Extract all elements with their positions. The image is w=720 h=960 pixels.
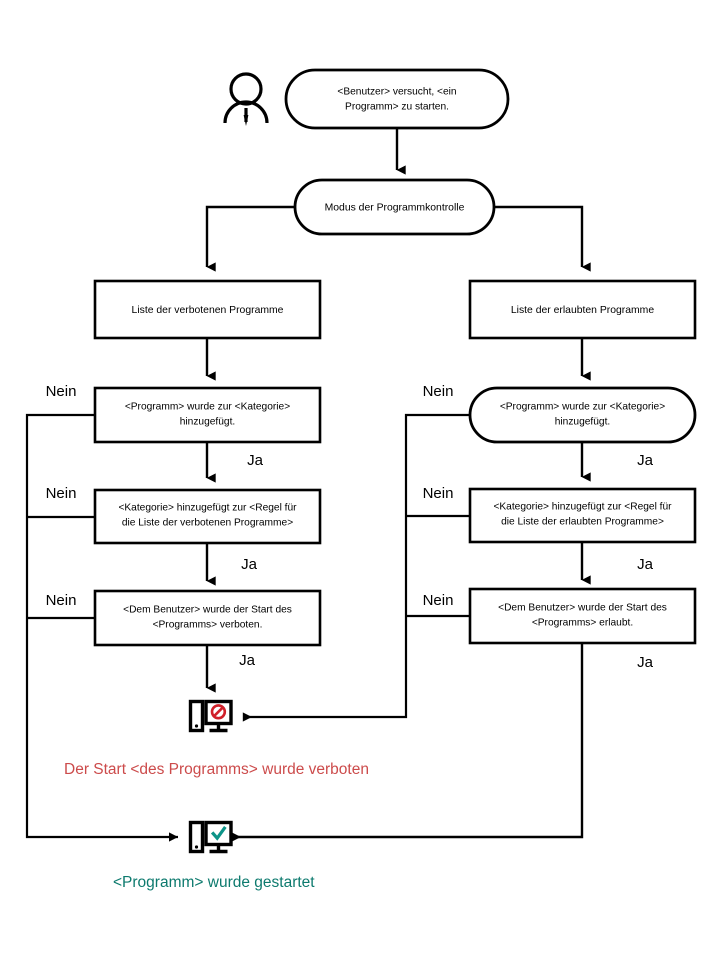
node-allowed-user-line1: <Dem Benutzer> wurde der Start des	[498, 603, 667, 614]
edge-label-right-yes-2: Ja	[637, 556, 654, 573]
edge-label-right-no-2: Nein	[423, 485, 454, 502]
node-denied-list: Liste der verbotenen Programme	[93, 279, 322, 340]
node-denied-rule-line2: die Liste der verbotenen Programme>	[122, 518, 293, 529]
edge-left-no-bus	[25, 413, 179, 842]
blocked-caption: Der Start <des Programms> wurde verboten	[64, 761, 369, 778]
node-denied-user-line2: <Programms> verboten.	[153, 620, 263, 631]
node-denied-category-line1: <Programm> wurde zur <Kategorie>	[125, 402, 290, 413]
computer-allowed-icon	[188, 820, 233, 854]
edge-right-no-bus	[242, 413, 470, 722]
node-denied-user-line1: <Dem Benutzer> wurde der Start des	[123, 605, 292, 616]
edge-mode-to-denied-list	[205, 205, 295, 272]
edge-label-left-yes-3: Ja	[239, 652, 256, 669]
edge-label-left-no-1: Nein	[46, 383, 77, 400]
node-allowed-user-line2: <Programms> erlaubt.	[532, 618, 633, 629]
edge-mode-to-allowed-list	[494, 205, 591, 272]
edge-label-right-yes-3: Ja	[637, 654, 654, 671]
node-mode: Modus der Programmkontrolle	[293, 178, 496, 236]
node-denied-rule-line1: <Kategorie> hinzugefügt zur <Regel für	[118, 503, 297, 514]
node-denied-category: <Programm> wurde zur <Kategorie> hinzuge…	[93, 386, 322, 444]
edge-label-right-no-3: Nein	[423, 592, 454, 609]
node-allowed-user: <Dem Benutzer> wurde der Start des <Prog…	[468, 587, 697, 645]
node-allowed-category-line2: hinzugefügt.	[555, 417, 611, 428]
node-allowed-rule-line1: <Kategorie> hinzugefügt zur <Regel für	[493, 502, 672, 513]
person-icon	[223, 72, 269, 126]
node-allowed-list-label: Liste der erlaubten Programme	[511, 305, 654, 316]
node-denied-category-line2: hinzugefügt.	[180, 417, 236, 428]
edge-label-left-no-2: Nein	[46, 485, 77, 502]
edge-label-right-no-1: Nein	[423, 383, 454, 400]
node-start-line2: Programm> zu starten.	[345, 102, 449, 113]
edge-label-left-yes-1: Ja	[247, 452, 264, 469]
node-allowed-rule: <Kategorie> hinzugefügt zur <Regel für d…	[468, 487, 697, 544]
edge-label-left-yes-2: Ja	[241, 556, 258, 573]
node-allowed-category-line1: <Programm> wurde zur <Kategorie>	[500, 402, 665, 413]
node-mode-line1: Modus der Programmkontrolle	[325, 202, 465, 213]
node-allowed-category: <Programm> wurde zur <Kategorie> hinzuge…	[468, 386, 697, 444]
started-caption: <Programm> wurde gestartet	[113, 874, 315, 891]
node-allowed-rule-line2: die Liste der erlaubten Programme>	[501, 517, 664, 528]
node-start: <Benutzer> versucht, <ein Programm> zu s…	[284, 68, 510, 130]
node-allowed-list: Liste der erlaubten Programme	[468, 279, 697, 340]
edge-label-left-no-3: Nein	[46, 592, 77, 609]
node-denied-user: <Dem Benutzer> wurde der Start des <Prog…	[93, 589, 322, 647]
computer-blocked-icon	[188, 699, 233, 733]
edge-label-right-yes-1: Ja	[637, 452, 654, 469]
node-start-line1: <Benutzer> versucht, <ein	[337, 87, 456, 98]
edge-allowed-user-to-started	[231, 643, 584, 842]
node-denied-rule: <Kategorie> hinzugefügt zur <Regel für d…	[93, 488, 322, 545]
node-denied-list-label: Liste der verbotenen Programme	[132, 305, 284, 316]
